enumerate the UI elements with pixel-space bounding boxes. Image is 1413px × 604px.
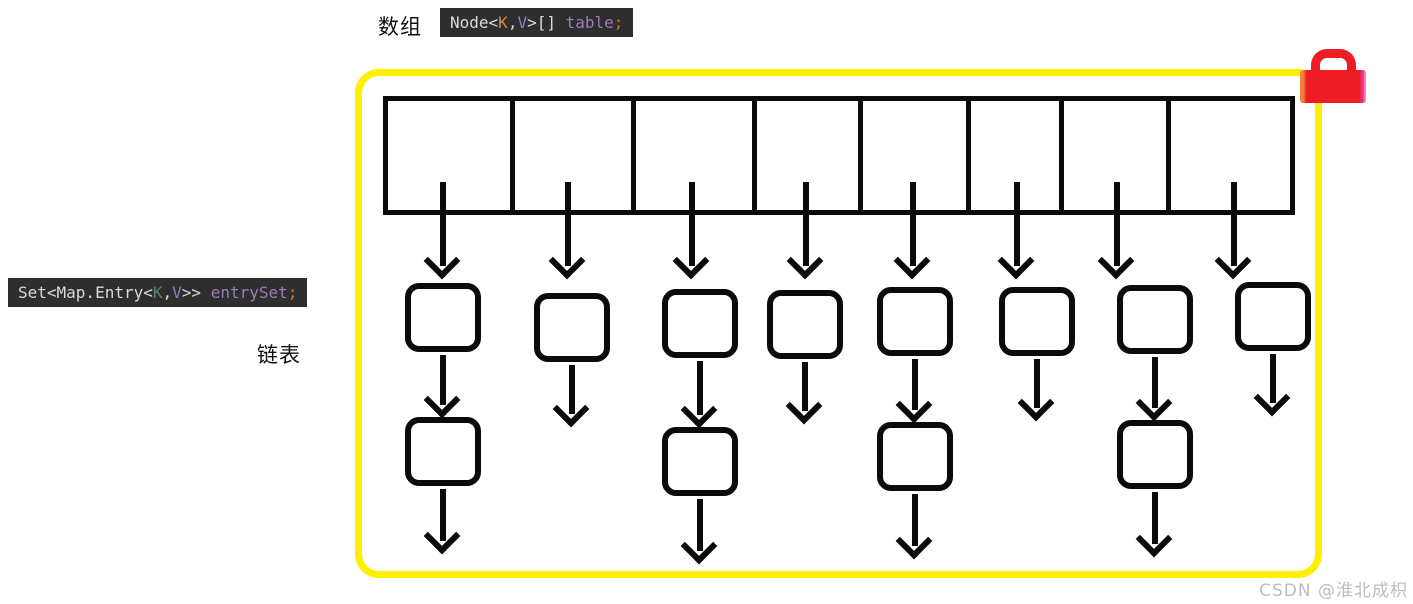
yellow-frame: [355, 69, 1322, 578]
array-cell-divider: [858, 101, 863, 210]
arrow-shaft: [910, 182, 916, 266]
arrow-shaft: [689, 182, 695, 266]
linked-list-label: 链表: [257, 343, 301, 367]
array-cell-divider: [966, 101, 971, 210]
list-node: [1117, 285, 1193, 354]
array-cell-divider: [752, 101, 757, 210]
arrow-shaft: [697, 499, 703, 551]
arrow-shaft: [803, 182, 809, 266]
code-token: >>: [181, 283, 211, 302]
arrow-shaft: [697, 361, 703, 415]
array-cell-divider: [1166, 101, 1171, 210]
lock-icon: [1300, 49, 1366, 103]
arrow-shaft: [1231, 182, 1237, 266]
code-token: Set<Map.Entry<: [18, 283, 153, 302]
list-node: [1117, 420, 1193, 489]
arrow-shaft: [1014, 182, 1020, 266]
arrow-shaft: [912, 359, 918, 410]
list-node: [662, 289, 738, 358]
code-token: entrySet: [210, 283, 288, 302]
entryset-declaration-code: Set<Map.Entry<K,V>> entrySet;: [8, 278, 308, 307]
code-token: K: [498, 13, 508, 32]
code-token: >[]: [527, 13, 566, 32]
arrow-shaft: [1270, 354, 1276, 403]
arrow-shaft: [440, 489, 446, 541]
lock-body: [1300, 70, 1366, 103]
code-token: table: [565, 13, 614, 32]
arrow-shaft: [1152, 357, 1158, 408]
list-node: [405, 417, 481, 486]
arrow-shaft: [1152, 492, 1158, 544]
code-token: V: [172, 283, 182, 302]
code-token: Node<: [450, 13, 499, 32]
arrow-shaft: [440, 182, 446, 266]
list-node: [534, 293, 610, 362]
array-cell-divider: [1059, 101, 1064, 210]
table-declaration-code: Node<K,V>[] table;: [440, 8, 634, 37]
code-token: ,: [162, 283, 173, 302]
code-token: ;: [613, 13, 624, 32]
arrow-shaft: [569, 365, 575, 414]
list-node: [767, 290, 843, 359]
arrow-shaft: [1034, 359, 1040, 408]
csdn-watermark: CSDN @淮北成枳: [1259, 581, 1408, 601]
arrow-shaft: [1114, 182, 1120, 266]
array-label: 数组: [378, 15, 422, 39]
list-node: [877, 422, 953, 491]
arrow-shaft: [440, 355, 446, 405]
code-token: V: [517, 13, 528, 32]
arrow-shaft: [912, 494, 918, 546]
array-cell-divider: [631, 101, 636, 210]
list-node: [662, 427, 738, 496]
list-node: [999, 287, 1075, 356]
list-node: [1235, 282, 1311, 351]
array-cell-divider: [510, 101, 515, 210]
code-token: K: [152, 283, 163, 302]
list-node: [877, 287, 953, 356]
code-token: ;: [287, 283, 298, 302]
arrow-shaft: [565, 182, 571, 266]
code-token: ,: [507, 13, 518, 32]
list-node: [405, 283, 481, 352]
arrow-shaft: [802, 362, 808, 411]
bucket-array: [383, 96, 1295, 215]
